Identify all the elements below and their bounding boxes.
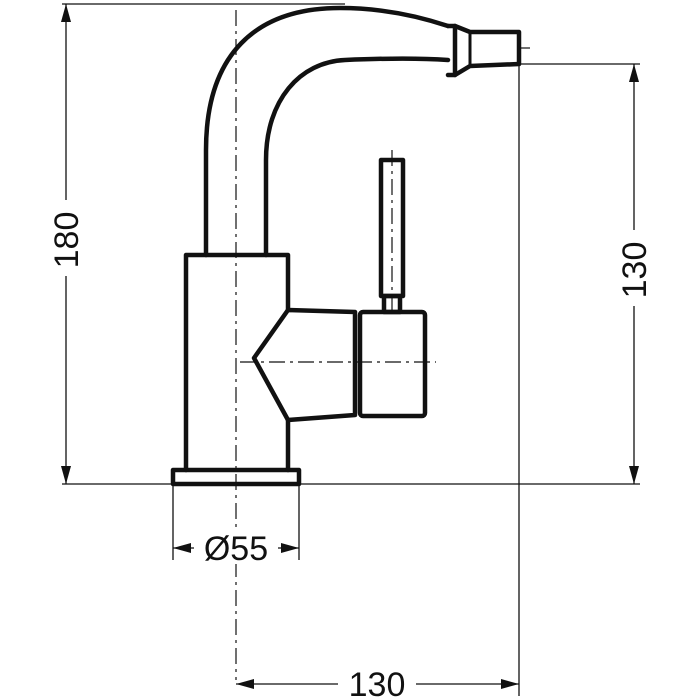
dimension-base-diameter: Ø55 — [173, 530, 299, 568]
dimension-label-130-vertical: 130 — [616, 242, 654, 299]
spout-arm-outer — [203, 5, 451, 258]
dimension-total-height: 180 — [48, 4, 86, 484]
spout-arm-inner — [263, 56, 451, 258]
dimension-label-180: 180 — [48, 212, 86, 269]
spout-nozzle-outer — [445, 23, 458, 78]
dimension-spout-height: 130 — [616, 64, 654, 484]
center-lines — [235, 10, 530, 680]
dimension-label-130-horizontal: 130 — [349, 666, 406, 700]
dimension-spout-reach: 130 — [236, 664, 519, 700]
dimension-label-diameter: Ø55 — [204, 530, 268, 568]
spout-nozzle-tip — [452, 23, 522, 78]
handle-knob — [357, 309, 428, 419]
faucet-outline — [170, 5, 522, 487]
handle-housing — [251, 307, 358, 423]
extension-lines — [62, 3, 640, 696]
faucet-body — [183, 252, 291, 473]
